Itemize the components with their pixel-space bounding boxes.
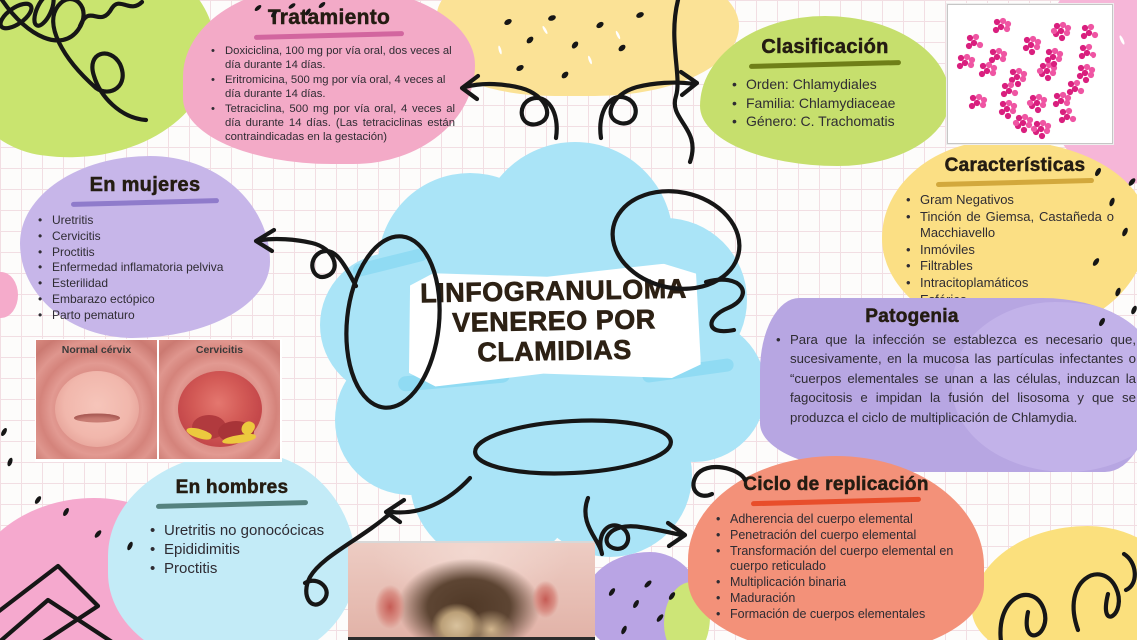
list-item: Tinción de Giemsa, Castañeda o Macchiave… — [906, 209, 1114, 242]
list-item: Esterilidad — [38, 276, 262, 292]
list-item: Inmóviles — [906, 242, 1114, 259]
title-underline — [253, 31, 405, 40]
list-item: Orden: Chlamydiales — [732, 75, 940, 94]
title-underline — [935, 177, 1095, 188]
title-underline — [750, 496, 922, 507]
patogenia-paragraph: Para que la infección se establezca es n… — [776, 330, 1136, 427]
list-item: Familia: Chlamydiaceae — [732, 94, 940, 113]
clinical-photo — [348, 541, 595, 640]
list-item: Multiplicación binaria — [716, 575, 972, 591]
list-item: Embarazo ectópico — [38, 292, 262, 308]
list-item: Género: C. Trachomatis — [732, 112, 940, 131]
list-item: Penetración del cuerpo elemental — [716, 528, 972, 544]
section-title: En mujeres — [89, 174, 201, 197]
list-item: Maduración — [716, 591, 972, 607]
list-item: Uretritis no gonocócicas — [150, 521, 342, 540]
list-item: Intracitoplamáticos — [906, 275, 1114, 292]
section-clasificacion: Clasificación Orden: Chlamydiales Famili… — [700, 16, 950, 166]
list-item: Cervicitis — [38, 229, 262, 245]
ciclo-list: Adherencia del cuerpo elemental Penetrac… — [688, 510, 984, 623]
list-item: Adherencia del cuerpo elemental — [716, 512, 972, 528]
blob-yellow-bottomright — [972, 526, 1137, 640]
en-mujeres-list: Uretritis Cervicitis Proctitis Enfermeda… — [20, 211, 270, 324]
section-tratamiento: Tratamiento Doxiciclina, 100 mg por vía … — [183, 0, 475, 164]
caracteristicas-list: Gram Negativos Tinción de Giemsa, Castañ… — [882, 191, 1137, 308]
normal-cervix-label: Normal cérvix — [61, 344, 132, 356]
chlamydia-micrograph-image — [947, 4, 1113, 144]
list-item: Enfermedad inflamatoria pelviva — [38, 260, 262, 276]
list-item: Doxiciclina, 100 mg por vía oral, dos ve… — [211, 44, 455, 73]
section-title: Patogenia — [865, 306, 959, 328]
cervicitis-panel: Cervicitis — [159, 340, 280, 459]
section-title: Tratamiento — [267, 6, 391, 30]
list-item: Eritromicina, 500 mg por vía oral, 4 vec… — [211, 73, 455, 102]
list-item: Epididimitis — [150, 540, 342, 559]
cervical-os — [73, 413, 120, 423]
section-title: En hombres — [175, 477, 289, 499]
blob-pink-leftedge — [0, 272, 18, 318]
list-item: Filtrables — [906, 258, 1114, 275]
section-ciclo-replicacion: Ciclo de replicación Adherencia del cuer… — [688, 456, 984, 640]
section-title: Ciclo de replicación — [743, 474, 929, 496]
list-item: Proctitis — [38, 245, 262, 261]
blob-yellow-top — [437, 0, 739, 96]
section-patogenia: Patogenia Para que la infección se estab… — [760, 298, 1137, 472]
section-title: Características — [944, 155, 1086, 177]
section-title: Clasificación — [761, 36, 889, 59]
main-title: LINFOGRANULOMA VENEREO POR CLAMIDIAS — [420, 273, 688, 368]
section-en-hombres: En hombres Uretritis no gonocócicas Epid… — [108, 452, 356, 640]
section-en-mujeres: En mujeres Uretritis Cervicitis Proctiti… — [20, 156, 270, 338]
tratamiento-list: Doxiciclina, 100 mg por vía oral, dos ve… — [183, 44, 475, 145]
list-item: Formación de cuerpos elementales — [716, 607, 972, 623]
title-underline — [155, 500, 309, 509]
cervicitis-label: Cervicitis — [195, 344, 244, 356]
list-item: Parto pematuro — [38, 308, 262, 324]
cervix-comparison-image: Normal cérvix Cervicitis — [35, 339, 282, 462]
list-item: Uretritis — [38, 213, 262, 229]
list-item: Transformación del cuerpo elemental en c… — [716, 544, 972, 576]
clasificacion-list: Orden: Chlamydiales Familia: Chlamydiace… — [700, 73, 950, 131]
list-item: Proctitis — [150, 559, 342, 578]
list-item: Gram Negativos — [906, 192, 1114, 209]
normal-cervix-panel: Normal cérvix — [36, 340, 157, 459]
title-underline — [70, 198, 220, 207]
title-underline — [748, 60, 902, 69]
en-hombres-list: Uretritis no gonocócicas Epididimitis Pr… — [108, 513, 356, 578]
list-item: Tetraciclina, 500 mg por vía oral, 4 vec… — [211, 102, 455, 145]
